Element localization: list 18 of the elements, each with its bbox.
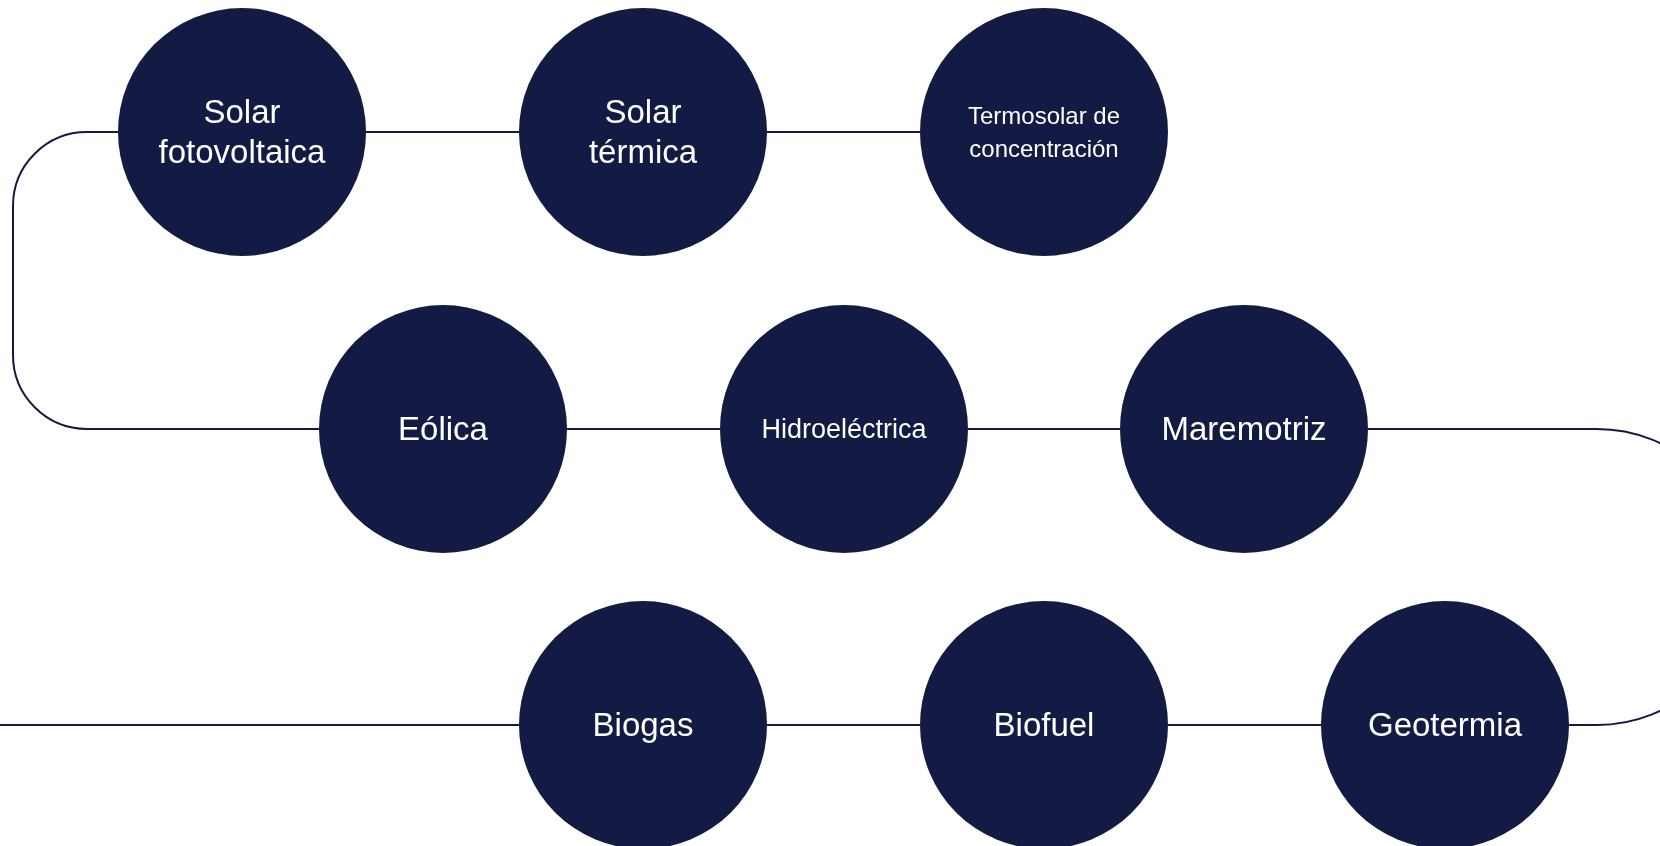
node-label: Geotermia bbox=[1367, 705, 1523, 745]
connector-line bbox=[0, 724, 520, 726]
connector-line bbox=[566, 428, 721, 430]
connector-line bbox=[1367, 428, 1660, 726]
node-label: Biofuel bbox=[993, 705, 1095, 745]
node-label: Termosolar de concentración bbox=[966, 101, 1122, 164]
connector-line bbox=[12, 131, 320, 430]
node-label: Maremotriz bbox=[1161, 409, 1327, 449]
node-label: Eólica bbox=[398, 409, 488, 449]
connector-line bbox=[1167, 724, 1322, 726]
node-label: Hidroeléctrica bbox=[761, 413, 927, 446]
node-label: Solar fotovoltaica bbox=[157, 92, 327, 172]
node-label: Solar térmica bbox=[587, 92, 699, 172]
connector-line bbox=[766, 724, 921, 726]
node-label: Biogas bbox=[592, 705, 694, 745]
connector-line bbox=[967, 428, 1121, 430]
connector-line bbox=[766, 131, 921, 133]
connector-line bbox=[365, 131, 520, 133]
